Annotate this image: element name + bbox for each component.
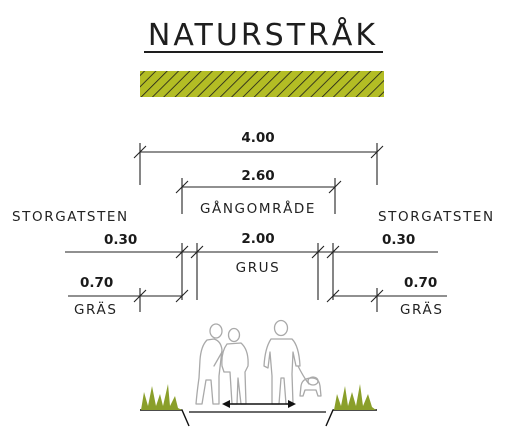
- grass-tuft-right-icon: [334, 384, 376, 410]
- center-row-dimension: 2.00 GRUS: [65, 231, 438, 300]
- total-width-dimension: 4.00: [133, 130, 384, 185]
- hatch-legend-swatch: [140, 71, 384, 97]
- gravel-width-value: 2.00: [241, 231, 274, 247]
- two-way-arrow-icon: [222, 400, 296, 408]
- left-stone-value: 0.30: [104, 232, 137, 248]
- left-stone-label: STORGATSTEN: [12, 209, 129, 225]
- left-grass-value: 0.70: [80, 275, 113, 291]
- pedestrian-with-dog-icon: [263, 319, 322, 405]
- ground-section: [140, 409, 377, 427]
- walkway-width-value: 2.60: [241, 168, 274, 184]
- page-title: NATURSTRÅK: [148, 17, 378, 53]
- pedestrian-couple-icon: [195, 323, 249, 405]
- left-grass-label: GRÄS: [74, 300, 118, 318]
- right-grass-label: GRÄS: [400, 300, 444, 318]
- right-stone-label: STORGATSTEN: [378, 209, 495, 225]
- walkway-dimension: 2.60 GÅNGOMRÅDE: [175, 168, 342, 217]
- walkway-label: GÅNGOMRÅDE: [200, 200, 316, 217]
- right-grass-value: 0.70: [404, 275, 437, 291]
- gravel-label: GRUS: [236, 260, 281, 276]
- grass-tuft-left-icon: [141, 384, 182, 410]
- right-stone-value: 0.30: [382, 232, 415, 248]
- left-grass-dimension: 0.70 GRÄS: [68, 275, 189, 318]
- total-width-value: 4.00: [241, 130, 274, 146]
- right-grass-dimension: 0.70 GRÄS: [326, 275, 447, 318]
